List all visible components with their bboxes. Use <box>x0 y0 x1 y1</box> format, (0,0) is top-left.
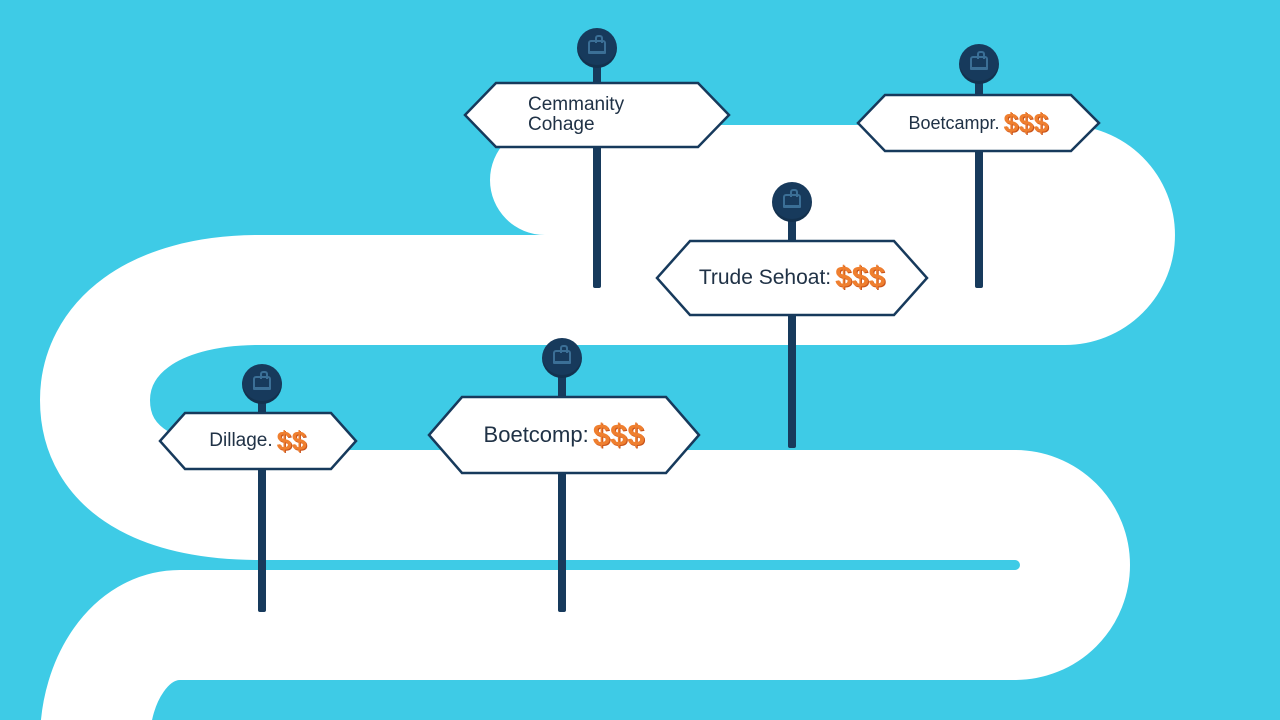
road-path <box>40 125 1175 720</box>
price-indicator: $$$ <box>1003 107 1049 138</box>
sign-label-line-2: Cohage <box>528 114 595 135</box>
sign-trade-school[interactable]: Trude Sehoat: $$$ <box>655 239 929 317</box>
sign-community-college[interactable]: Cemmanity Cohage <box>463 81 731 149</box>
price-indicator: $$ <box>276 425 307 456</box>
sign-bootcamp-top[interactable]: Boetcampr. $$$ <box>856 93 1101 153</box>
sign-bootcamp-middle[interactable]: Boetcomp: $$$ <box>427 395 701 475</box>
sign-label-line-1: Cemmanity <box>528 94 625 116</box>
sign-label: Boetcomp: <box>483 422 589 447</box>
sign-label: Dillage. <box>209 430 273 451</box>
sign-label: Trude Sehoat: <box>698 266 832 289</box>
price-indicator: $$$ <box>835 261 886 294</box>
sign-label: Boetcampr. <box>908 112 1000 133</box>
price-indicator: $$$ <box>592 417 645 452</box>
sign-college[interactable]: Dillage. $$ <box>158 411 358 471</box>
